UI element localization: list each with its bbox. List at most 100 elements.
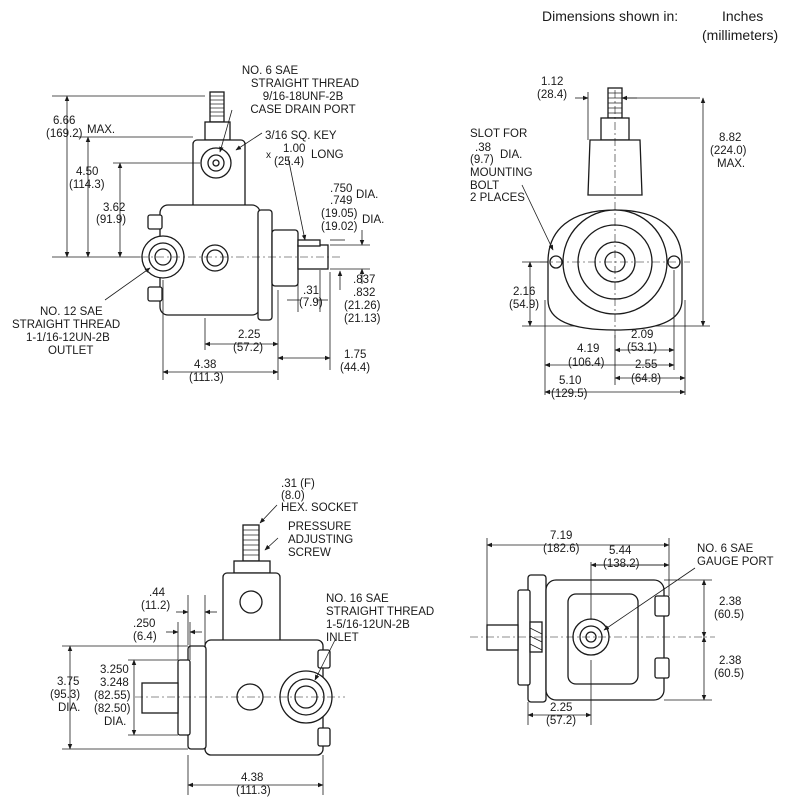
slot-label-2: .38 [475, 142, 491, 154]
dim-3250-mm: (82.55) [94, 690, 131, 702]
units-prefix: Dimensions shown in: [542, 8, 678, 24]
adjust-screw [242, 524, 260, 562]
top-view: 7.19 (182.6) 5.44 (138.2) NO. 6 SAE GAUG… [470, 530, 773, 727]
dim-031-mm: (7.9) [299, 297, 323, 309]
screw-nut [233, 560, 271, 574]
outlet-label-3: 1-1/16-12UN-2B [26, 332, 110, 344]
dim-top-225-mm: (57.2) [546, 715, 576, 727]
units-secondary: (millimeters) [702, 27, 778, 43]
dim-882-max: MAX. [717, 158, 745, 170]
dim-238a-mm: (60.5) [714, 609, 744, 621]
top-pilot [517, 589, 531, 686]
dim-209-mm: (53.1) [627, 342, 657, 354]
dim-375: 3.75 [57, 676, 79, 688]
dim-175: 1.75 [344, 349, 366, 361]
dim-438-mm: (111.3) [189, 372, 224, 384]
slot-label-5: MOUNTING [470, 167, 533, 179]
dim-544: 5.44 [609, 545, 632, 557]
slot-label-7: 2 PLACES [470, 192, 525, 204]
dim-044-mm: (11.2) [141, 600, 170, 612]
dim-shaft-1905: (19.05) [321, 208, 358, 220]
front-neck [587, 139, 643, 196]
dim-882: 8.82 [719, 132, 741, 144]
bottom-pilot [177, 659, 191, 736]
dim-3248-mm: (82.50) [94, 703, 131, 715]
dim-shaft-749: .749 [330, 195, 352, 207]
dim-666: 6.66 [53, 115, 75, 127]
dim-510: 5.10 [559, 375, 581, 387]
dim-255-mm: (64.8) [631, 373, 661, 385]
dim-175-mm: (44.4) [340, 362, 370, 374]
inlet-bolt-bottom [317, 727, 331, 747]
slot-label-3: (9.7) [470, 154, 494, 166]
dim-0250: .250 [133, 618, 155, 630]
bottom-view: .31 (F) (8.0) HEX. SOCKET PRESSURE ADJUS… [50, 478, 434, 797]
dim-112: 1.12 [541, 76, 563, 88]
dim-238b: 2.38 [719, 655, 741, 667]
dim-362: 3.62 [103, 202, 125, 214]
pilot [271, 229, 299, 287]
units-primary: Inches [722, 8, 763, 24]
slot-label-1: SLOT FOR [470, 128, 527, 140]
dim-719-mm: (182.6) [543, 543, 580, 555]
bottom-shaft [141, 682, 179, 714]
key-times: x [266, 150, 271, 161]
dim-225-mm: (57.2) [233, 342, 263, 354]
dim-3248: 3.248 [100, 677, 129, 689]
dim-shaft-dia-2: DIA. [362, 214, 384, 226]
gauge-label-2: GAUGE PORT [697, 556, 773, 568]
key [297, 239, 321, 247]
dim-438: 4.38 [194, 359, 216, 371]
case-drain-label-2: STRAIGHT THREAD [251, 78, 359, 90]
dim-510-mm: (129.5) [551, 388, 588, 400]
dim-031: .31 [303, 285, 319, 297]
inlet-label-2: STRAIGHT THREAD [326, 606, 434, 618]
key-label: 3/16 SQ. KEY [265, 130, 337, 142]
dim-shaft-750: .750 [330, 183, 352, 195]
dim-238a: 2.38 [719, 596, 741, 608]
pressure-label-1: PRESSURE [288, 521, 352, 533]
case-drain-label-4: CASE DRAIN PORT [250, 104, 355, 116]
dim-216-mm: (54.9) [509, 299, 539, 311]
dim-top-225: 2.25 [550, 702, 572, 714]
hex-label-2: (8.0) [281, 490, 305, 502]
flange [257, 209, 273, 321]
dim-225: 2.25 [238, 329, 260, 341]
outlet-label-1: NO. 12 SAE [40, 306, 103, 318]
dim-3250: 3.250 [100, 664, 129, 676]
dim-450-mm: (114.3) [69, 179, 105, 191]
dim-832-mm: (21.13) [344, 313, 381, 325]
outlet-bolt-bottom [147, 286, 163, 302]
dim-666-max: MAX. [87, 124, 115, 136]
inlet-label-3: 1-5/16-12UN-2B [326, 619, 410, 631]
dim-209: 2.09 [631, 329, 653, 341]
dim-882-mm: (224.0) [710, 145, 747, 157]
dim-3250-dia: DIA. [104, 716, 126, 728]
dim-044: .44 [149, 587, 166, 599]
inlet-bolt-top [317, 649, 331, 669]
dim-450: 4.50 [76, 166, 98, 178]
dim-0250-mm: (6.4) [133, 631, 157, 643]
inlet-label-1: NO. 16 SAE [326, 593, 389, 605]
key-length-mm: (25.4) [274, 156, 304, 168]
case-drain-label-3: 9/16-18UNF-2B [263, 91, 344, 103]
side-view: NO. 6 SAE STRAIGHT THREAD 9/16-18UNF-2B … [12, 65, 384, 384]
dim-375-dia: DIA. [58, 702, 80, 714]
drain-stud [209, 91, 225, 123]
dim-832: .832 [353, 287, 375, 299]
top-shaft [486, 624, 519, 651]
dim-shaft-dia-1: DIA. [356, 189, 378, 201]
dim-bottom-438-mm: (111.3) [236, 785, 271, 797]
dim-544-mm: (138.2) [603, 558, 640, 570]
dim-666-mm: (169.2) [46, 128, 83, 140]
outlet-label-2: STRAIGHT THREAD [12, 319, 120, 331]
pressure-label-3: SCREW [288, 547, 331, 559]
slot-label-4: DIA. [500, 149, 522, 161]
slot-label-6: BOLT [470, 180, 499, 192]
dim-719: 7.19 [550, 530, 572, 542]
front-view: 1.12 (28.4) 8.82 (224.0) MAX. SLOT FOR .… [470, 76, 747, 400]
bottom-flange [187, 645, 207, 750]
pressure-label-2: ADJUSTING [288, 534, 353, 546]
dim-419-mm: (106.4) [568, 357, 605, 369]
